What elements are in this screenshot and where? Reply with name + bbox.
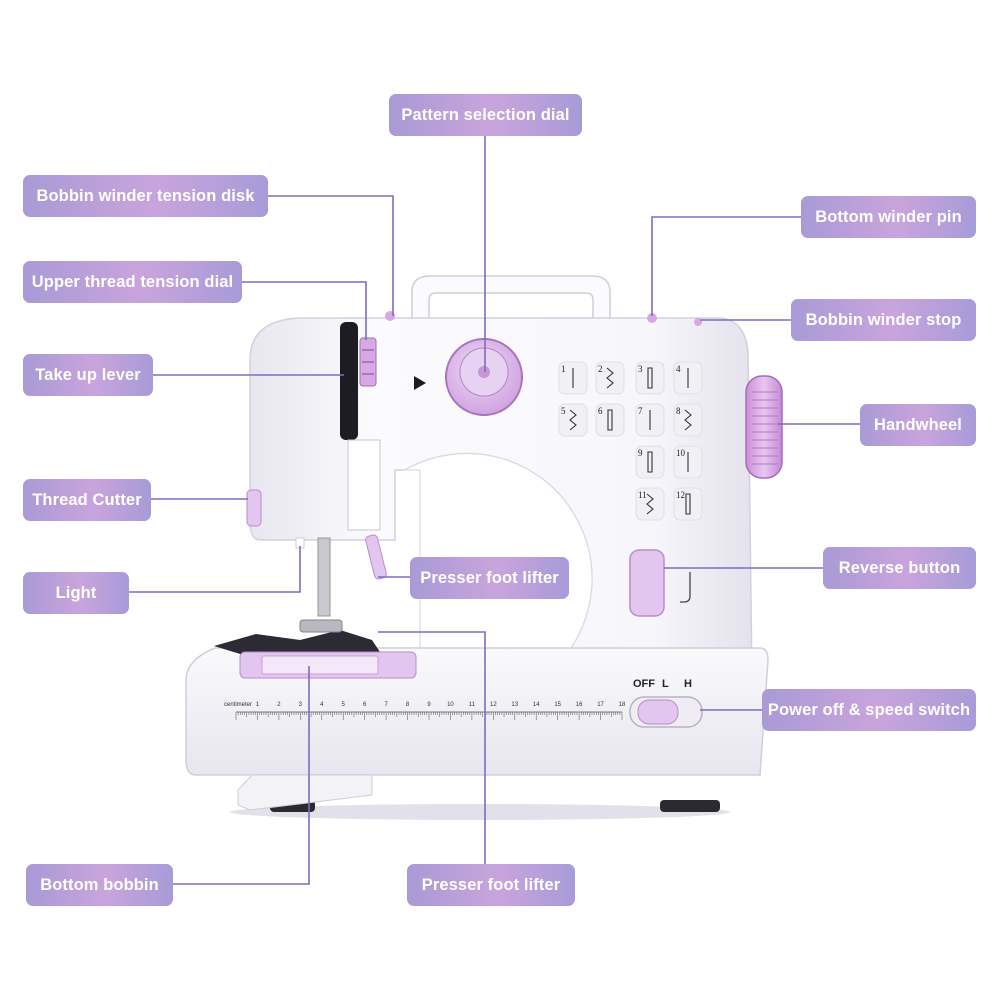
- switch-label-off: OFF: [633, 678, 655, 690]
- stitch-cell: [558, 403, 588, 437]
- ruler-number: 9: [427, 702, 431, 708]
- label-bobbin-winder-tension-disk: Bobbin winder tension disk: [23, 175, 268, 217]
- switch-label-l: L: [662, 678, 669, 690]
- stitch-number: 1: [561, 364, 566, 374]
- stitch-cell: [635, 361, 665, 395]
- ruler-number: 5: [342, 702, 346, 708]
- ruler-number: 16: [576, 702, 583, 708]
- pattern-dial-center: [478, 366, 490, 378]
- label-power-speed-switch: Power off & speed switch: [762, 689, 976, 731]
- winder-pin: [647, 313, 657, 323]
- label-presser-foot-lifter-mid: Presser foot lifter: [410, 557, 569, 599]
- label-bottom-winder-pin: Bottom winder pin: [801, 196, 976, 238]
- label-thread-cutter: Thread Cutter: [23, 479, 151, 521]
- stitch-number: 8: [676, 406, 681, 416]
- stitch-number: 7: [638, 406, 643, 416]
- ruler-number: 17: [597, 702, 604, 708]
- stitch-number: 9: [638, 448, 643, 458]
- stitch-icon: [569, 409, 577, 431]
- stitch-cell: [635, 487, 665, 521]
- machine-foot-right: [660, 800, 720, 812]
- stitch-number: 4: [676, 364, 681, 374]
- ruler-number: 13: [511, 702, 518, 708]
- ruler-number: 18: [619, 702, 626, 708]
- thread-cutter: [246, 489, 262, 527]
- stitch-number: 5: [561, 406, 566, 416]
- stitch-icon: [684, 409, 692, 431]
- needle-bar: [317, 537, 331, 617]
- ruler-number: 6: [363, 702, 367, 708]
- stitch-icon: [685, 493, 691, 515]
- ruler-number: 4: [320, 702, 324, 708]
- dial-pointer-arrow: [414, 376, 426, 390]
- machine-base: [185, 647, 769, 776]
- label-reverse-button: Reverse button: [823, 547, 976, 589]
- ruler-number: 15: [554, 702, 561, 708]
- reverse-button: [629, 549, 665, 617]
- stitch-number: 2: [598, 364, 603, 374]
- label-upper-thread-tension-dial: Upper thread tension dial: [23, 261, 242, 303]
- stitch-icon: [607, 409, 613, 431]
- handwheel: [745, 375, 783, 479]
- label-bobbin-winder-stop: Bobbin winder stop: [791, 299, 976, 341]
- stitch-cell: [595, 403, 625, 437]
- stitch-number: 3: [638, 364, 643, 374]
- ruler-number: 10: [447, 702, 454, 708]
- label-handwheel: Handwheel: [860, 404, 976, 446]
- stitch-cell: [635, 445, 665, 479]
- ruler-number: 11: [469, 702, 476, 708]
- label-take-up-lever: Take up lever: [23, 354, 153, 396]
- leader-bottom-bobbin: [173, 666, 310, 885]
- carrying-handle: [411, 275, 611, 323]
- label-pattern-selection-dial: Pattern selection dial: [389, 94, 582, 136]
- machine-shadow: [230, 804, 730, 820]
- ruler-number: 2: [277, 702, 281, 708]
- presser-foot: [299, 619, 343, 633]
- stitch-number: 11: [638, 490, 647, 500]
- stitch-icon: [647, 451, 653, 473]
- ruler-number: 8: [406, 702, 410, 708]
- ruler-number: 12: [490, 702, 497, 708]
- ruler-number: 14: [533, 702, 540, 708]
- extension-table: [237, 774, 373, 811]
- switch-label-h: H: [684, 678, 692, 690]
- reverse-icon: [680, 572, 691, 603]
- handwheel-grip: [752, 391, 778, 465]
- ruler-unit: centimeter: [224, 702, 252, 708]
- stitch-icon: [646, 493, 654, 515]
- needle-bar-housing: [347, 439, 381, 531]
- leader-light: [129, 546, 301, 593]
- leader-bottom-pin: [651, 216, 801, 316]
- stitch-cell: [673, 487, 703, 521]
- stitch-icon: [647, 367, 653, 389]
- label-light: Light: [23, 572, 129, 614]
- leader-bobbin-tension: [268, 195, 394, 316]
- leader-presser-bottom: [378, 631, 486, 864]
- bobbin-cover: [261, 655, 379, 675]
- ruler-number: 3: [299, 702, 303, 708]
- stitch-cell: [673, 403, 703, 437]
- stitch-cell: [595, 361, 625, 395]
- label-presser-foot-lifter-bottom: Presser foot lifter: [407, 864, 575, 906]
- ruler-number: 7: [384, 702, 388, 708]
- leader-upper-tension: [242, 281, 367, 340]
- label-bottom-bobbin: Bottom bobbin: [26, 864, 173, 906]
- stitch-icon: [606, 367, 614, 389]
- thread-guide-slot: [340, 322, 358, 440]
- stitch-number: 12: [676, 490, 685, 500]
- stitch-number: 10: [676, 448, 686, 458]
- power-switch-knob: [637, 699, 679, 725]
- presser-foot-lifter: [365, 534, 387, 580]
- stitch-number: 6: [598, 406, 603, 416]
- ruler-number: 1: [256, 702, 260, 708]
